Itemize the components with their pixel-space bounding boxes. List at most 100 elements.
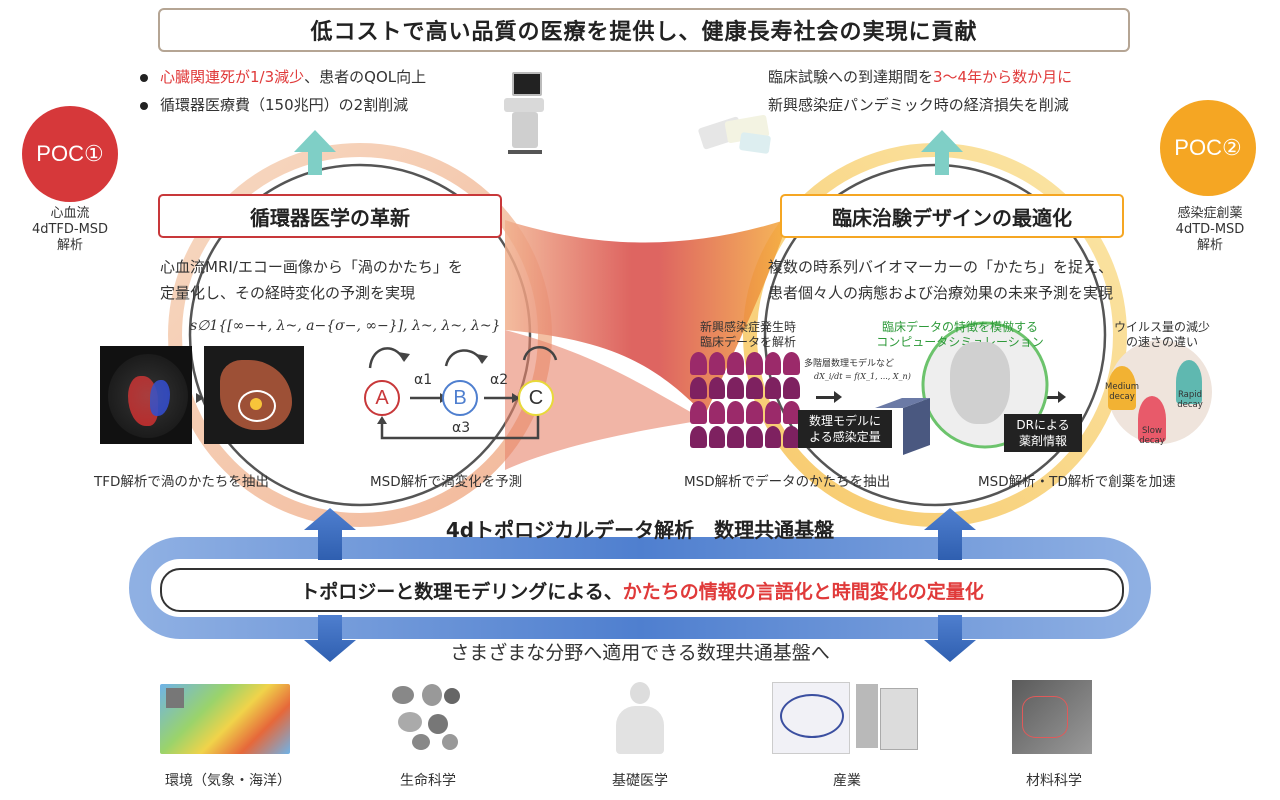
person-icon [764,376,782,399]
poc2-sub-line: 感染症創薬 [1177,206,1243,221]
poc2-sub-line: 解析 [1196,238,1223,253]
poc1-sub-line: 4dTFD-MSD [31,222,109,237]
person-icon [708,425,726,448]
bullet-highlight: 3〜4年から数か月に [933,68,1073,86]
slow-decay-figure [1138,396,1166,442]
bullet-dot [140,101,148,110]
domain-life-science: 生命科学 [400,773,456,789]
math-model-box: 数理モデルに よる感染定量 [798,410,892,448]
industry-image [772,680,922,756]
echo-doppler-image [100,346,192,444]
formula: s∅1{[∞−+, λ~, a−{σ−, ∞−}], λ~, λ~, λ~} [190,318,501,334]
bullet-dot [140,73,148,82]
domain-industry: 産業 [833,773,861,789]
caption-msd-data: MSD解析でデータのかたちを抽出 [684,474,891,490]
simulation-label: 臨床データの特徴を模倣する コンピュータシミュレーション [860,320,1060,350]
dr-drug-info-box: DRによる 薬剤情報 [1004,414,1082,452]
label-line: 新興感染症発生時 [700,320,797,334]
right-section-description: 複数の時系列バイオマーカーの「かたち」を捉え、 患者個々人の病態および治療効果の… [768,254,1148,306]
desc-line: 心血流MRI/エコー画像から「渦のかたち」を [160,258,463,276]
label-line: 臨床データの特徴を模倣する [881,320,1038,334]
right-bullet-1: 臨床試験への到達期間を3〜4年から数か月に [768,66,1072,87]
poc1-sub-line: 心血流 [50,206,90,221]
bullet-highlight: 心臓関連死が1/3減少 [160,68,305,86]
person-icon [708,376,726,399]
person-icon [727,352,744,375]
person-icon [727,425,744,448]
fields-title: さまざまな分野へ適用できる数理共通基盤へ [450,642,830,664]
bullet-text: 臨床試験への到達期間を [768,68,934,86]
domain-environment: 環境（気象・海洋） [165,773,291,789]
person-icon [783,352,800,375]
main-title: 低コストで高い品質の医療を提供し、健康長寿社会の実現に貢献 [158,8,1130,52]
core-message-pill: トポロジーと数理モデリングによる、かたちの情報の言語化と時間変化の定量化 [160,568,1124,612]
person-icon [764,425,782,448]
poc1-badge: POC① [22,106,118,202]
human-body-image [610,682,670,754]
medium-decay-label: Medium decay [1105,382,1139,402]
box-line: よる感染定量 [809,430,881,444]
model-note: 多階層数理モデルなど [804,359,895,369]
material-image [1012,680,1092,754]
bullet-text: 、患者のQOL向上 [304,68,427,86]
platform-title: 4dトポロジカルデータ解析 数理共通基盤 [445,518,835,542]
alpha-2: α2 [490,372,509,388]
left-bullet-2: 循環器医療費（150兆円）の2割削減 [140,94,408,115]
person-icon [708,401,726,424]
pill-text: トポロジーと数理モデリングによる、 [300,580,623,603]
node-b: B [442,380,478,416]
left-section-description: 心血流MRI/エコー画像から「渦のかたち」を 定量化し、その経時変化の予測を実現 [160,254,520,306]
right-bullet-2: 新興感染症パンデミック時の経済損失を削減 [768,94,1069,115]
poc2-subtitle: 感染症創薬 4dTD-MSD 解析 [1150,206,1270,254]
alpha-1: α1 [414,372,433,388]
node-a: A [364,380,400,416]
node-c: C [518,380,554,416]
desc-line: 患者個々人の病態および治療効果の未来予測を実現 [768,284,1114,302]
label-line: ウイルス量の減少 [1113,320,1210,334]
caption-tfd: TFD解析で渦のかたちを抽出 [94,474,269,490]
person-icon [745,376,763,399]
virus-decay-label: ウイルス量の減少 の速さの違い [1092,320,1232,350]
person-icon [783,401,800,424]
box-line: DRによる [1016,418,1070,432]
left-bullet-1: 心臓関連死が1/3減少、患者のQOL向上 [140,66,426,87]
person-icon [690,352,707,375]
poc2-badge: POC② [1160,100,1256,196]
ultrasound-machine-image [498,72,548,158]
desc-line: 複数の時系列バイオマーカーの「かたち」を捉え、 [768,258,1114,276]
poc1-subtitle: 心血流 4dTFD-MSD 解析 [10,206,130,254]
person-icon [764,352,782,375]
label-line: の速さの違い [1125,335,1198,349]
desc-line: 定量化し、その経時変化の予測を実現 [160,284,416,302]
person-icon [783,425,800,448]
poc2-sub-line: 4dTD-MSD [1175,222,1245,237]
domain-basic-medicine: 基礎医学 [612,773,668,789]
label-line: 臨床データを解析 [700,335,797,349]
person-icon [708,352,726,375]
bullet-text: 新興感染症パンデミック時の経済損失を削減 [768,96,1069,114]
pill-highlight: かたちの情報の言語化と時間変化の定量化 [622,580,984,603]
person-icon [727,401,744,424]
person-icon [690,425,707,448]
patient-crowd-image [690,352,800,448]
person-icon [764,401,782,424]
slow-decay-label: Slow decay [1139,426,1165,446]
person-icon [690,401,707,424]
person-icon [783,376,800,399]
label-line: コンピュータシミュレーション [876,335,1044,349]
vortex-flow-image [204,346,304,444]
person-icon [690,376,707,399]
emerging-infection-label: 新興感染症発生時 臨床データを解析 [700,320,796,350]
pill-pack-image [697,112,772,158]
medium-decay-figure [1108,366,1136,410]
caption-drug-discovery: MSD解析・TD解析で創薬を加速 [978,474,1176,490]
caption-msd-vortex: MSD解析で渦変化を予測 [370,474,523,490]
person-icon [727,376,744,399]
alpha-3: α3 [452,420,471,436]
cells-image [388,682,468,754]
rapid-decay-figure [1176,360,1202,404]
bullet-text: 循環器医療費（150兆円）の2割削減 [160,96,409,114]
right-section-title: 臨床治験デザインの最適化 [780,194,1124,238]
person-icon [745,425,763,448]
box-line: 数理モデルに [808,414,881,428]
